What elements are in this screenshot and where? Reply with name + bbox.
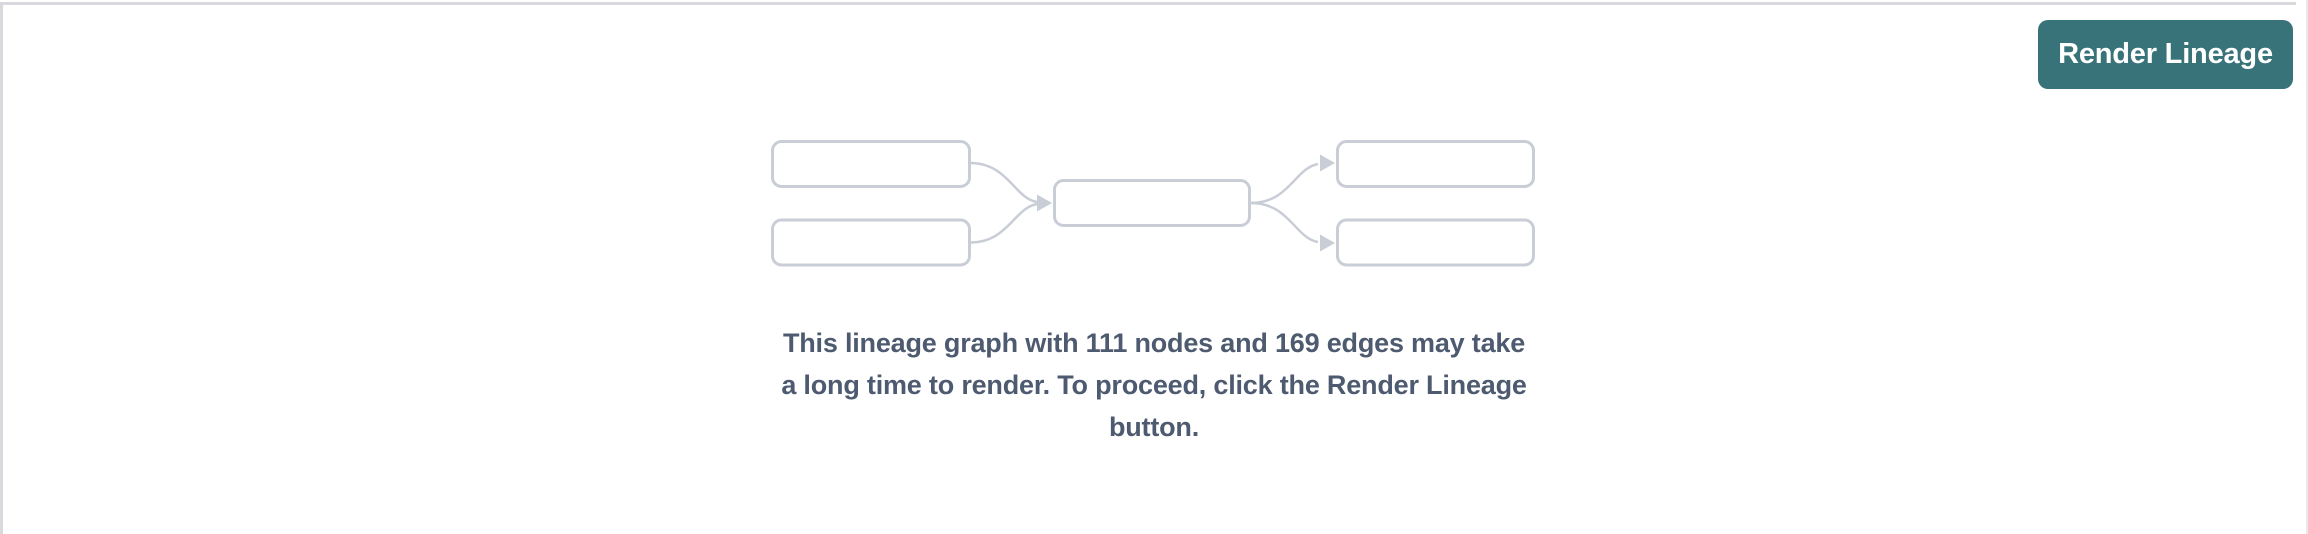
- placeholder-nodes: [771, 140, 1535, 267]
- render-warning-line-1: This lineage graph with 111 nodes and 16…: [782, 328, 1526, 358]
- lineage-empty-state: This lineage graph with 111 nodes and 16…: [0, 140, 2308, 448]
- placeholder-edges: [969, 161, 1319, 244]
- placeholder-node-top-right: [1336, 140, 1535, 188]
- placeholder-node-bottom-left: [771, 218, 971, 267]
- render-lineage-button[interactable]: Render Lineage: [2038, 20, 2293, 89]
- render-warning-line-2: a long time to render. To proceed, click…: [781, 370, 1527, 400]
- panel-right-border: [2306, 0, 2308, 534]
- placeholder-node-bottom-right: [1336, 218, 1535, 267]
- panel-left-border: [0, 2, 3, 534]
- placeholder-node-middle: [1053, 179, 1251, 227]
- placeholder-arrowheads: [1037, 154, 1335, 252]
- panel-top-border: [0, 2, 2296, 5]
- lineage-placeholder-icon: [771, 140, 1535, 267]
- render-warning-message: This lineage graph with 111 nodes and 16…: [781, 322, 1527, 448]
- placeholder-node-top-left: [771, 140, 971, 188]
- render-warning-line-3: button.: [1108, 412, 1200, 442]
